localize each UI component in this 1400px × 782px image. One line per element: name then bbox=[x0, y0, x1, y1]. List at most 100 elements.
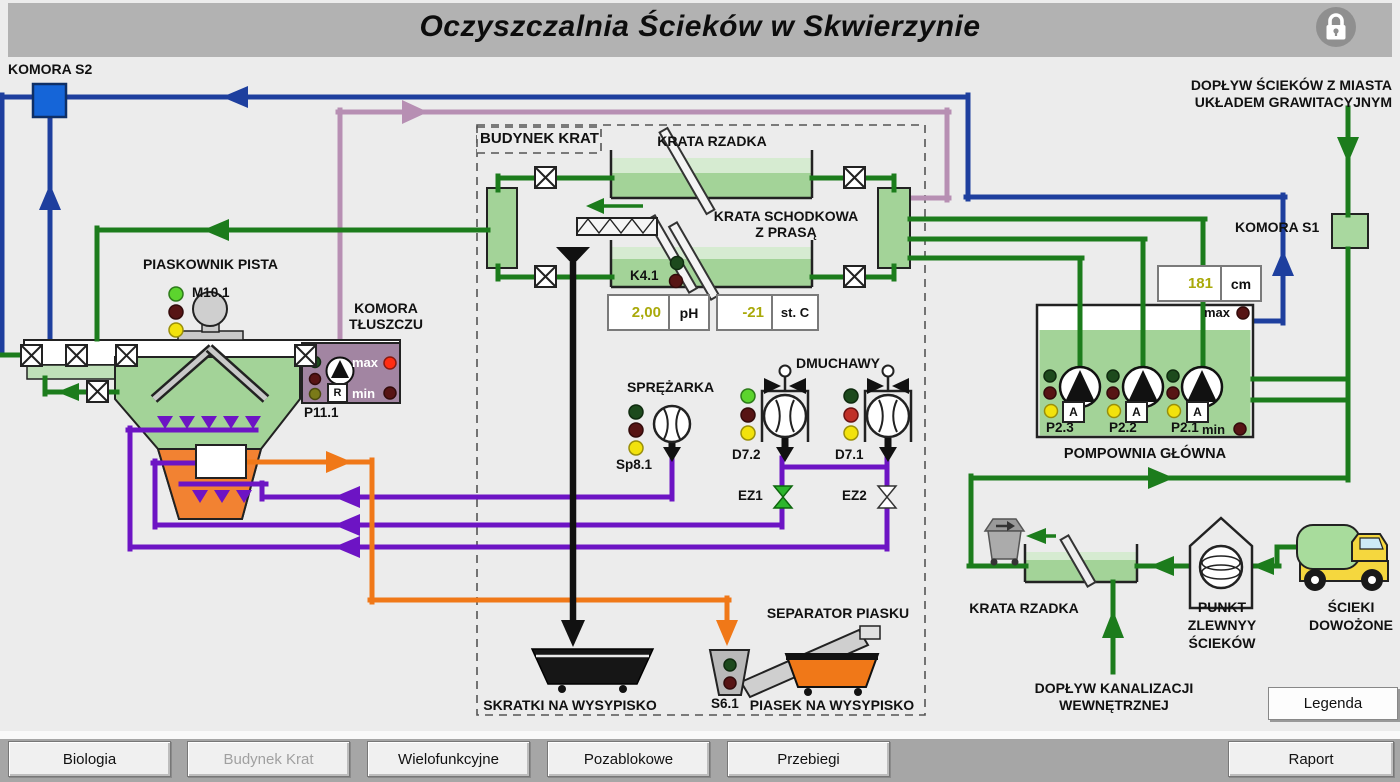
septage-truck-icon bbox=[1296, 524, 1389, 591]
hand-valves[interactable] bbox=[20, 166, 866, 403]
ph-value: 2,00 bbox=[631, 304, 661, 321]
valve-ez2[interactable] bbox=[876, 485, 898, 509]
p2-3-run-led bbox=[1043, 369, 1057, 383]
m10-1-run-led bbox=[168, 286, 184, 302]
distribution-chamber-left bbox=[486, 187, 518, 269]
temperature-value: -21 bbox=[742, 304, 764, 321]
komora-tluszczu-label-2: TŁUSZCZU bbox=[349, 316, 423, 332]
valve-ez1[interactable] bbox=[772, 485, 794, 509]
pompownia-label: POMPOWNIA GŁÓWNA bbox=[1063, 446, 1227, 462]
pompownia-leds bbox=[1043, 306, 1250, 436]
budynek-krat-boundary bbox=[476, 124, 926, 716]
lock-icon[interactable] bbox=[1314, 5, 1358, 49]
header-bar: Oczyszczalnia Ścieków w Skwierzynie bbox=[8, 3, 1392, 57]
p2-1-fault-led bbox=[1166, 386, 1180, 400]
p2-1-auto-button[interactable]: A bbox=[1186, 401, 1209, 423]
nav-button-raport[interactable]: Raport bbox=[1228, 741, 1394, 777]
k4-1-fault-led bbox=[668, 273, 684, 289]
p2-1-mode-led bbox=[1166, 403, 1182, 419]
p2-2-auto-button[interactable]: A bbox=[1125, 401, 1148, 423]
punkt-zlewny-station[interactable] bbox=[1188, 516, 1254, 610]
komora-tluszczu-label-1: KOMORA bbox=[354, 300, 418, 316]
level-unit: cm bbox=[1220, 267, 1260, 300]
komora-s2-chamber bbox=[31, 82, 68, 119]
kt-min-led bbox=[383, 386, 397, 400]
krata-schodkowa-label-1: KRATA SCHODKOWA bbox=[713, 208, 859, 224]
nav-button-budynek-krat[interactable]: Budynek Krat bbox=[187, 741, 350, 777]
p2-1-label: P2.1 bbox=[1171, 420, 1199, 435]
sp8-1-mode-led bbox=[628, 440, 644, 456]
ez2-label: EZ2 bbox=[842, 488, 867, 503]
pg-max-led bbox=[1236, 306, 1250, 320]
bottom-divider bbox=[0, 731, 1400, 739]
punkt-zlewny-label-1: PUNKT bbox=[1197, 599, 1247, 615]
d7-1-fault-led bbox=[843, 407, 859, 423]
valve-7 bbox=[843, 166, 866, 189]
diffusers-lower bbox=[192, 490, 252, 503]
kt-max-led bbox=[383, 356, 397, 370]
p2-1-run-led bbox=[1166, 369, 1180, 383]
krata-rzadka-2-channel bbox=[1023, 534, 1139, 588]
valve-5 bbox=[86, 380, 109, 403]
p2-3-label: P2.3 bbox=[1046, 420, 1074, 435]
d7-1-label: D7.1 bbox=[835, 447, 864, 462]
scraper-motor-m10-1[interactable] bbox=[150, 291, 270, 403]
bottom-nav-bar: Biologia Budynek Krat Wielofunkcyjne Poz… bbox=[0, 739, 1400, 782]
k4-1-label: K4.1 bbox=[630, 268, 659, 283]
krata-schodkowa-channel bbox=[609, 214, 814, 301]
valve-1 bbox=[20, 344, 43, 367]
ph-readout: 2,00 pH bbox=[607, 294, 710, 331]
skratki-label: SKRATKI NA WYSYPISKO bbox=[483, 697, 657, 713]
krata-rzadka-2-label: KRATA RZADKA bbox=[969, 600, 1079, 616]
p2-3-fault-led bbox=[1043, 386, 1057, 400]
nav-button-wielofunkcyjne[interactable]: Wielofunkcyjne bbox=[367, 741, 530, 777]
komora-s2-label: KOMORA S2 bbox=[8, 61, 93, 77]
komora-s1-label: KOMORA S1 bbox=[1235, 219, 1320, 235]
airlift-box bbox=[195, 444, 247, 479]
krata-rzadka-label: KRATA RZADKA bbox=[657, 133, 767, 149]
m10-1-mode-led bbox=[168, 322, 184, 338]
level-value: 181 bbox=[1187, 275, 1213, 292]
kt-max-label: max bbox=[352, 355, 379, 370]
nav-button-biologia[interactable]: Biologia bbox=[8, 741, 171, 777]
krata-rzadka-channel bbox=[609, 126, 814, 216]
kt-fault-led bbox=[308, 372, 322, 386]
waste-bin-icon bbox=[983, 518, 1026, 566]
blower-d7-2[interactable] bbox=[760, 364, 810, 463]
p2-3-mode-led bbox=[1043, 403, 1059, 419]
p2-3-auto-button[interactable]: A bbox=[1062, 401, 1085, 423]
sp8-1-label: Sp8.1 bbox=[616, 457, 653, 472]
nav-button-pozablokowe[interactable]: Pozablokowe bbox=[547, 741, 710, 777]
legend-button[interactable]: Legenda bbox=[1268, 687, 1398, 720]
page-title: Oczyszczalnia Ścieków w Skwierzynie bbox=[419, 10, 981, 43]
pump-p11-1[interactable] bbox=[325, 356, 355, 386]
recirculation-arrows bbox=[39, 86, 1294, 276]
distribution-chamber-right bbox=[877, 187, 911, 269]
fat-flow-arrow bbox=[402, 100, 428, 124]
d7-2-label: D7.2 bbox=[732, 447, 761, 462]
pg-min-led bbox=[1233, 422, 1247, 436]
s6-1-run-led bbox=[723, 658, 737, 672]
budynek-krat-label: BUDYNEK KRAT bbox=[480, 130, 599, 147]
s6-1-fault-led bbox=[723, 676, 737, 690]
recirculation-pipes bbox=[0, 92, 1288, 356]
internal-inflow-label-2: WEWNĘTRZNEJ bbox=[1059, 697, 1169, 713]
k4-1-run-led bbox=[669, 255, 685, 271]
p11-1-label: P11.1 bbox=[304, 405, 339, 420]
nav-button-przebiegi[interactable]: Przebiegi bbox=[727, 741, 890, 777]
valve-4 bbox=[294, 344, 317, 367]
d7-2-fault-led bbox=[740, 407, 756, 423]
d7-2-mode-led bbox=[740, 425, 756, 441]
pg-max-label: max bbox=[1204, 305, 1231, 320]
ez1-label: EZ1 bbox=[738, 488, 763, 503]
m10-1-fault-led bbox=[168, 304, 184, 320]
pump-p2-2[interactable] bbox=[1121, 365, 1165, 409]
blower-d7-1[interactable] bbox=[863, 364, 913, 463]
compressor-sp8-1[interactable] bbox=[652, 404, 692, 462]
kt-reset-button[interactable]: R bbox=[327, 383, 348, 403]
water-flow-arrows bbox=[57, 137, 1359, 638]
d7-2-run-led bbox=[740, 388, 756, 404]
press-conveyor bbox=[576, 217, 658, 236]
sp8-1-leds bbox=[628, 404, 644, 456]
